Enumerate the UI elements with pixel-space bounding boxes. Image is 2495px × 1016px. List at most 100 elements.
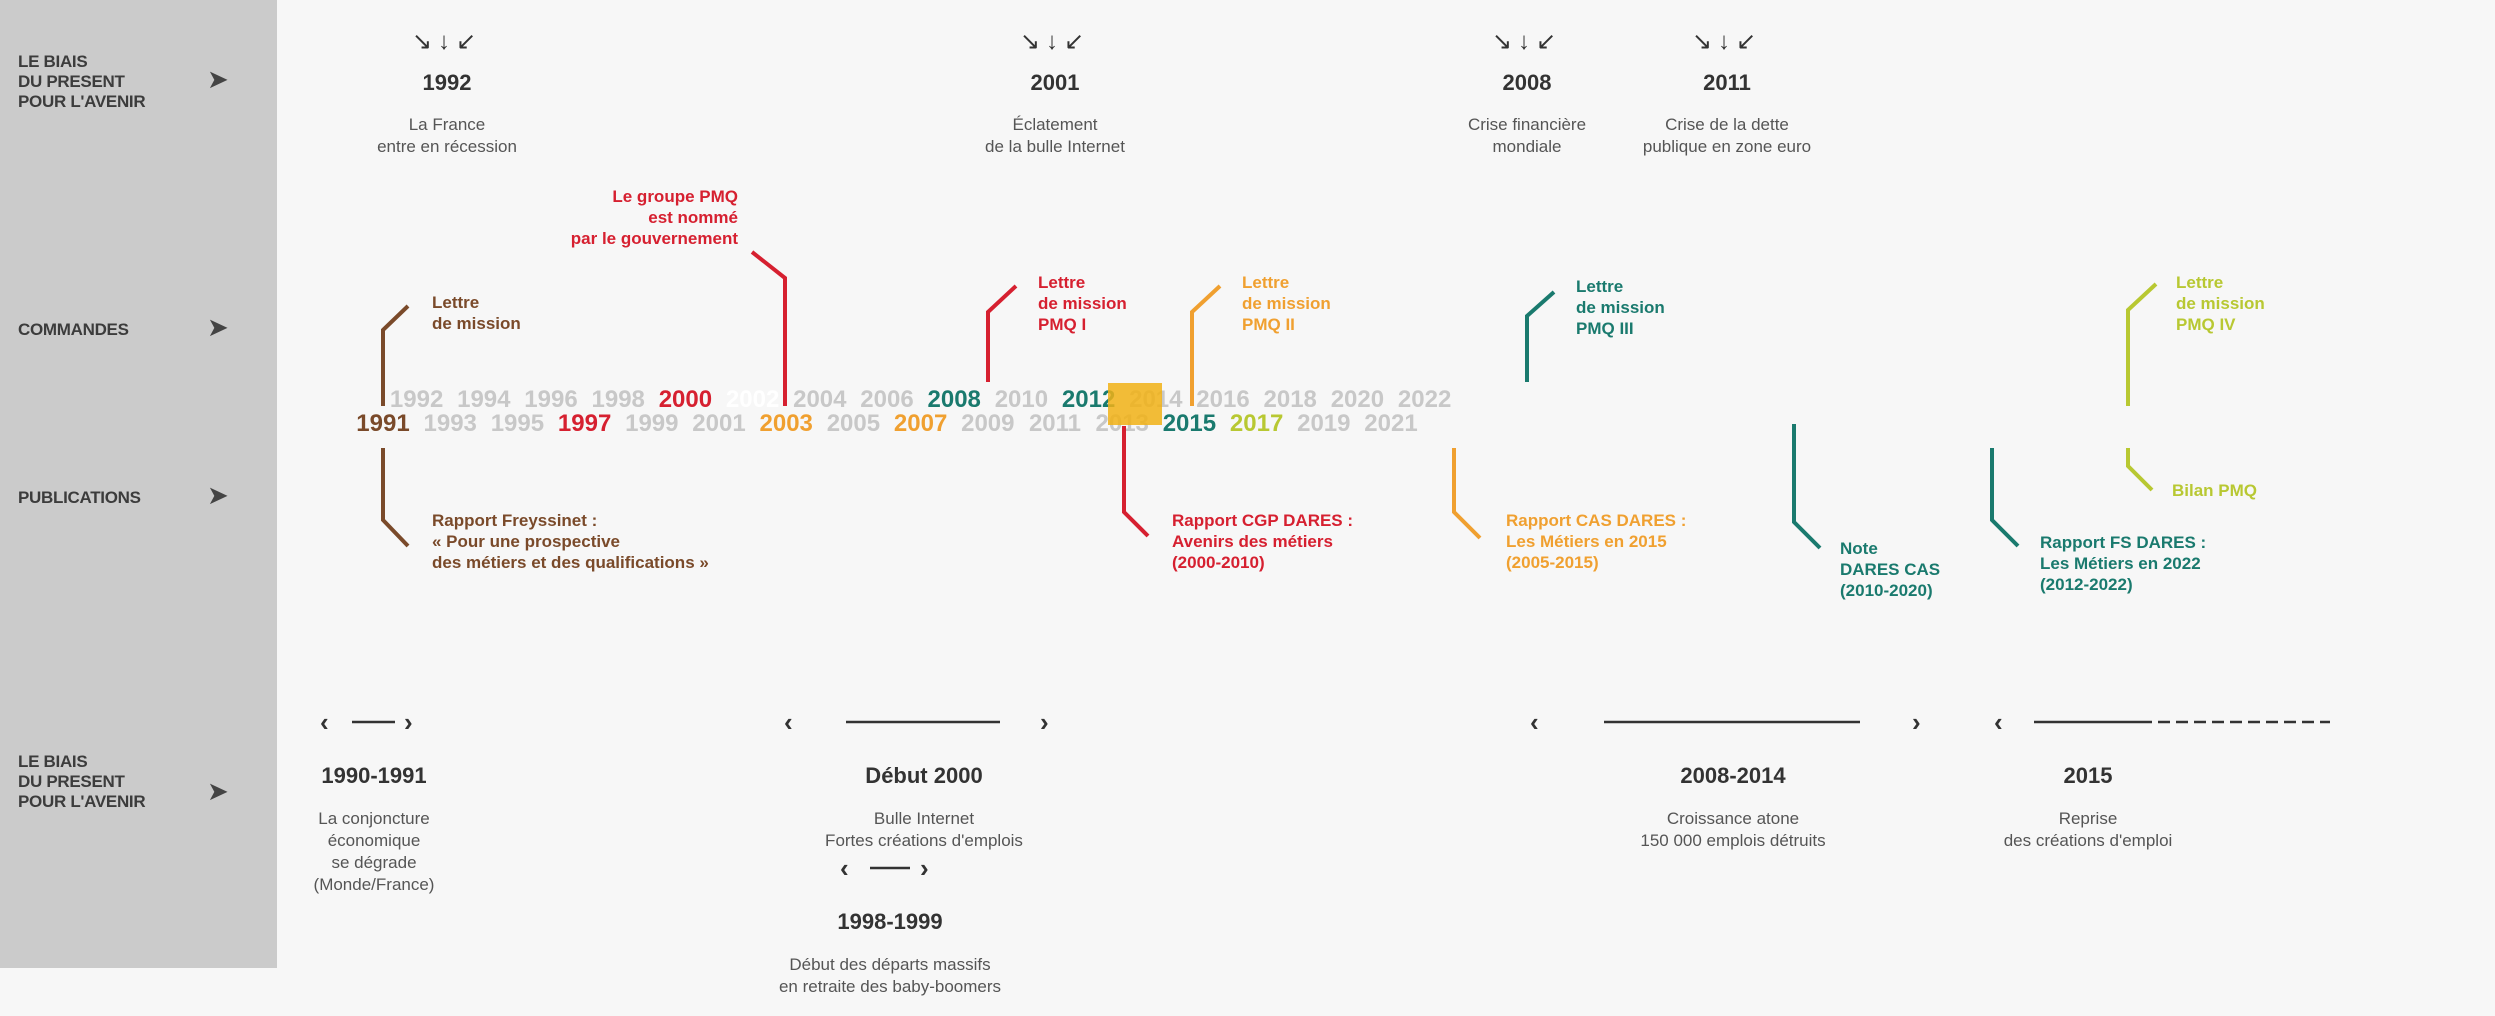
connector-publication-1991 bbox=[381, 448, 410, 548]
command-pmq-iii-2008: Lettre de mission PMQ III bbox=[1576, 277, 1665, 338]
row-label-commandes: COMMANDES bbox=[18, 320, 129, 339]
row-arrow-icon: ➤ bbox=[207, 312, 229, 342]
burst-icon: ↘↓↙ bbox=[1491, 28, 1563, 55]
publication-note-dares-2012: Note DARES CAS (2010-2020) bbox=[1840, 539, 1941, 600]
sidebar: LE BIAIS DU PRESENT POUR L'AVENIR ➤ COMM… bbox=[0, 0, 277, 968]
period-text: Bulle Internet Fortes créations d'emploi… bbox=[825, 809, 1023, 850]
timeline-year: 2006 bbox=[860, 386, 914, 413]
timeline-year: 2018 bbox=[1263, 386, 1317, 413]
timeline-year: 2002 bbox=[725, 386, 780, 413]
connector-commande-2008 bbox=[1525, 290, 1556, 382]
period-title: 1998-1999 bbox=[837, 909, 943, 934]
timeline-year: 1991 bbox=[356, 410, 410, 437]
event-2001: ↘↓↙ 2001 Éclatement de la bulle Internet bbox=[985, 14, 1125, 176]
period-1990-1991: 1990-1991 La conjoncture économique se d… bbox=[314, 744, 435, 914]
command-pmq-ii-2003: Lettre de mission PMQ II bbox=[1242, 273, 1331, 334]
period-text: Croissance atone 150 000 emplois détruit… bbox=[1640, 809, 1826, 850]
chevron-right-icon: › bbox=[404, 707, 413, 737]
publication-freyssinet-1991: Rapport Freyssinet : « Pour une prospect… bbox=[432, 511, 709, 572]
timeline-year: 1993 bbox=[423, 410, 477, 437]
event-year: 2001 bbox=[1030, 70, 1080, 95]
publication-fs-dares-2015: Rapport FS DARES : Les Métiers en 2022 (… bbox=[2040, 533, 2207, 594]
timeline-year: 2005 bbox=[826, 410, 881, 437]
timeline-year: 2019 bbox=[1297, 410, 1351, 437]
timeline-year: 2016 bbox=[1196, 386, 1250, 413]
timeline-year: 1995 bbox=[490, 410, 545, 437]
connector-commande-1997 bbox=[750, 250, 787, 406]
row-arrow-icon: ➤ bbox=[207, 776, 229, 806]
chevron-right-icon: › bbox=[1040, 707, 1049, 737]
connector-publication-2017 bbox=[2126, 448, 2154, 492]
publication-cgp-dares-2002: Rapport CGP DARES : Avenirs des métiers … bbox=[1172, 511, 1354, 572]
chevron-left-icon: ‹ bbox=[320, 707, 329, 737]
connector-lines: ‹ › ‹ › ‹ › ‹ › ‹ bbox=[320, 250, 2330, 883]
timeline-year: 2000 bbox=[658, 386, 713, 413]
connector-commande-2000 bbox=[986, 284, 1018, 382]
connector-publication-2015 bbox=[1990, 448, 2020, 548]
publication-cas-dares-2007: Rapport CAS DARES : Les Métiers en 2015 … bbox=[1506, 511, 1687, 572]
command-groupe-pmq-1997: Le groupe PMQ est nommé par le gouvernem… bbox=[570, 187, 738, 248]
event-year: 1992 bbox=[422, 70, 472, 95]
timeline-year: 2003 bbox=[759, 410, 813, 437]
command-pmq-iv-2017: Lettre de mission PMQ IV bbox=[2176, 273, 2265, 334]
timeline-year: 1994 bbox=[457, 386, 511, 413]
connector-publication-2002 bbox=[1122, 426, 1150, 538]
timeline-year: 1997 bbox=[557, 410, 612, 437]
period-title: 1990-1991 bbox=[321, 763, 427, 788]
event-1992: ↘↓↙ 1992 La France entre en récession bbox=[377, 14, 517, 176]
chevron-left-icon: ‹ bbox=[1530, 707, 1539, 737]
chevron-right-icon: › bbox=[920, 853, 929, 883]
row-arrow-icon: ➤ bbox=[207, 480, 229, 510]
timeline-year: 2022 bbox=[1397, 386, 1452, 413]
chevron-left-icon: ‹ bbox=[840, 853, 849, 883]
event-2008: ↘↓↙ 2008 Crise financière mondiale bbox=[1468, 14, 1586, 176]
event-text: La France entre en récession bbox=[377, 115, 517, 156]
chevron-left-icon: ‹ bbox=[1994, 707, 2003, 737]
command-pmq-i-2000: Lettre de mission PMQ I bbox=[1038, 273, 1127, 334]
command-lettre-1991: Lettre de mission bbox=[432, 293, 521, 333]
connector-commande-2017 bbox=[2126, 282, 2158, 406]
timeline-year: 1992 bbox=[389, 386, 444, 413]
timeline-year: 2004 bbox=[793, 386, 847, 413]
timeline-year: 1999 bbox=[625, 410, 679, 437]
connector-commande-1991 bbox=[381, 304, 410, 406]
burst-icon: ↘↓↙ bbox=[411, 28, 483, 55]
chevron-right-icon: › bbox=[1912, 707, 1921, 737]
timeline-year: 2008 bbox=[927, 386, 981, 413]
timeline-year: 1998 bbox=[591, 386, 645, 413]
year-highlight-box bbox=[1108, 383, 1162, 425]
row-label-biais-bottom: LE BIAIS DU PRESENT POUR L'AVENIR bbox=[18, 752, 146, 811]
event-text: Éclatement de la bulle Internet bbox=[985, 115, 1125, 156]
timeline-year: 2017 bbox=[1229, 410, 1284, 437]
connector-publication-2007 bbox=[1452, 448, 1482, 540]
timeline-year: 2009 bbox=[961, 410, 1015, 437]
period-text: La conjoncture économique se dégrade (Mo… bbox=[313, 809, 435, 894]
period-text: Reprise des créations d'emploi bbox=[2003, 809, 2173, 850]
timeline-year: 1996 bbox=[524, 386, 578, 413]
period-1998-1999: 1998-1999 Début des départs massifs en r… bbox=[779, 890, 1001, 1016]
period-text: Début des départs massifs en retraite de… bbox=[778, 955, 1002, 996]
publication-bilan-pmq-2017: Bilan PMQ bbox=[2172, 481, 2258, 500]
timeline-year: 2020 bbox=[1330, 386, 1385, 413]
connector-commande-2003 bbox=[1190, 284, 1222, 406]
event-2011: ↘↓↙ 2011 Crise de la dette publique en z… bbox=[1643, 14, 1811, 176]
timeline-year: 2011 bbox=[1028, 410, 1082, 437]
timeline-year: 2012 bbox=[1061, 386, 1116, 413]
row-arrow-icon: ➤ bbox=[207, 64, 229, 94]
event-text: Crise de la dette publique en zone euro bbox=[1642, 115, 1812, 156]
row-label-publications: PUBLICATIONS bbox=[18, 488, 141, 507]
period-2015: 2015 Reprise des créations d'emploi bbox=[2004, 744, 2173, 870]
row-label-biais-top: LE BIAIS DU PRESENT POUR L'AVENIR bbox=[18, 52, 146, 111]
event-year: 2008 bbox=[1502, 70, 1552, 95]
timeline-year: 2021 bbox=[1364, 410, 1418, 437]
timeline-year: 2007 bbox=[893, 410, 948, 437]
event-text: Crise financière mondiale bbox=[1467, 115, 1587, 156]
connector-publication-2012 bbox=[1792, 424, 1822, 550]
timeline-year: 2015 bbox=[1162, 410, 1217, 437]
period-2008-2014: 2008-2014 Croissance atone 150 000 emplo… bbox=[1640, 744, 1825, 870]
timeline-year: 2001 bbox=[692, 410, 746, 437]
burst-icon: ↘↓↙ bbox=[1691, 28, 1763, 55]
burst-icon: ↘↓↙ bbox=[1019, 28, 1091, 55]
period-debut-2000: Début 2000 Bulle Internet Fortes créatio… bbox=[825, 744, 1023, 870]
period-title: 2015 bbox=[2063, 763, 2113, 788]
